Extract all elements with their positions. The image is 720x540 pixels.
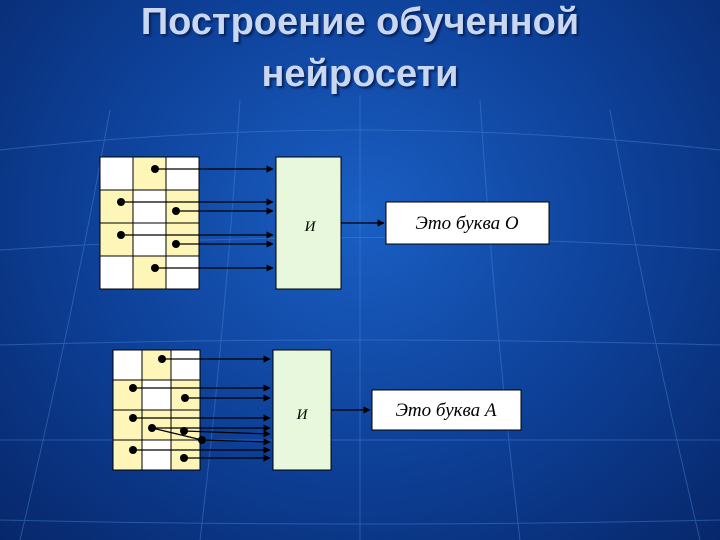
input-dot xyxy=(172,207,180,215)
top-and-label: И xyxy=(304,219,317,235)
connection-arrow xyxy=(183,430,271,438)
grid-cell xyxy=(99,255,134,290)
top-and-block xyxy=(275,156,342,290)
input-dot xyxy=(180,427,188,435)
bottom-and-block xyxy=(272,349,332,471)
grid-cell xyxy=(141,409,172,441)
grid-cell xyxy=(99,189,134,224)
bottom-network: И Это буква А xyxy=(112,349,522,471)
grid-cell xyxy=(132,189,167,224)
input-dot xyxy=(181,394,189,402)
grid-cell xyxy=(141,439,172,471)
bottom-input-dots xyxy=(129,355,206,462)
input-dot xyxy=(151,165,159,173)
grid-cell xyxy=(165,189,200,224)
input-dot xyxy=(198,436,206,444)
input-dot xyxy=(129,384,137,392)
bottom-and-label: И xyxy=(296,407,309,423)
bottom-output-label: Это буква А xyxy=(395,400,496,421)
top-network: И Это буква О xyxy=(99,156,550,290)
top-output-label: Это буква О xyxy=(415,213,518,234)
grid-cell xyxy=(112,439,143,471)
grid-cell xyxy=(141,379,172,411)
bottom-input-grid xyxy=(112,349,201,471)
connection-line xyxy=(151,427,203,441)
grid-cell xyxy=(132,156,167,191)
grid-cell xyxy=(112,379,143,411)
top-input-grid xyxy=(99,156,200,290)
bottom-output-box xyxy=(371,389,522,431)
grid-cell xyxy=(165,255,200,290)
input-dot xyxy=(129,446,137,454)
input-dot xyxy=(172,240,180,248)
grid-cell xyxy=(165,156,200,191)
grid-cell xyxy=(170,409,201,441)
input-dot xyxy=(158,355,166,363)
input-dot xyxy=(129,414,137,422)
top-connections xyxy=(121,165,274,272)
slide-title-line-1: Построение обученной xyxy=(140,1,580,43)
top-input-dots xyxy=(117,165,180,272)
grid-cell xyxy=(132,222,167,257)
top-output-box xyxy=(385,201,550,245)
grid-cell xyxy=(132,255,167,290)
grid-cell xyxy=(99,222,134,257)
input-dot xyxy=(151,264,159,272)
input-dot xyxy=(148,424,156,432)
grid-cell xyxy=(141,349,172,381)
bottom-connections xyxy=(133,355,271,462)
grid-cell xyxy=(112,409,143,441)
grid-cell xyxy=(112,349,143,381)
grid-cell xyxy=(99,156,134,191)
connection-arrow xyxy=(201,438,271,446)
grid-cell xyxy=(170,349,201,381)
grid-cell xyxy=(165,222,200,257)
input-dot xyxy=(117,198,125,206)
input-dot xyxy=(117,231,125,239)
slide-title-line-2: нейросети xyxy=(261,53,459,95)
input-dot xyxy=(180,454,188,462)
